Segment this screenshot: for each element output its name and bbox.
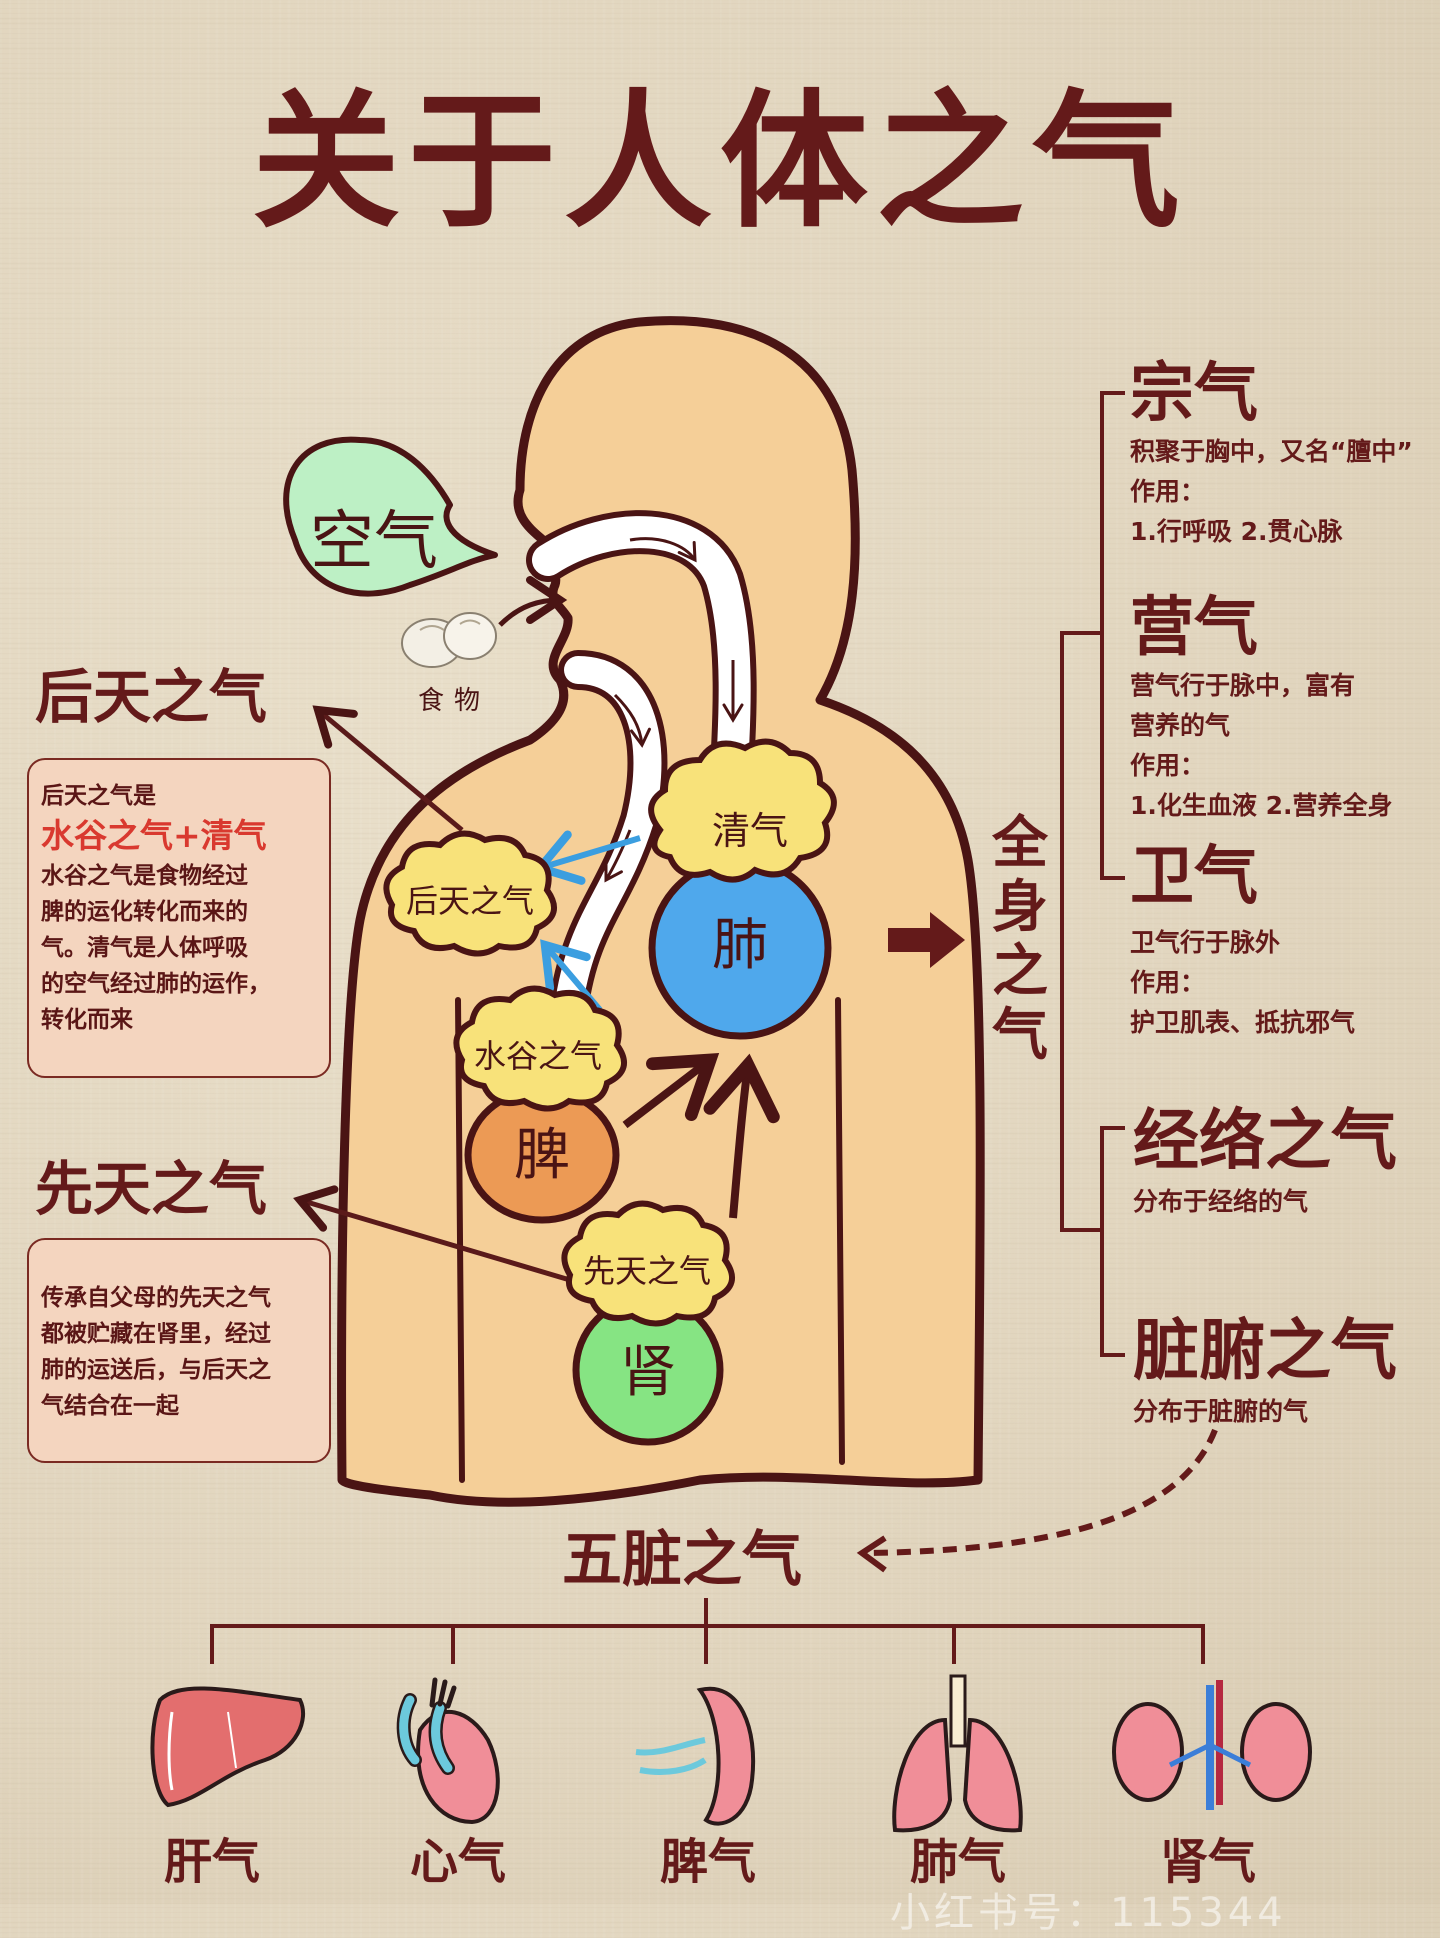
cloud-xiantian-label: 先天之气 — [582, 1252, 711, 1290]
weiqi-heading: 卫气 — [1130, 840, 1258, 914]
zangfu-section: 脏腑之气 分布于脏腑的气 — [1133, 1318, 1397, 1432]
cloud-houtian-label: 后天之气 — [405, 882, 534, 920]
arrow-to-houtian — [312, 705, 464, 832]
zongqi-line: 作用： — [1130, 477, 1206, 506]
houtian-body-1: 脾的运化转化而来的 — [41, 899, 248, 925]
spleen-icon — [635, 1686, 756, 1826]
organ-label-kidney: 肾气 — [1159, 1834, 1256, 1890]
cloud-xiantian — [561, 1200, 736, 1327]
kidney-label: 肾 — [620, 1340, 676, 1405]
liver-icon — [150, 1686, 306, 1808]
lung-label: 肺 — [712, 913, 768, 978]
weiqi-line: 护卫肌表、抵抗邪气 — [1130, 1008, 1356, 1037]
yingqi-line: 营气行于脉中，富有 — [1130, 671, 1356, 700]
zongqi-section: 宗气 积聚于胸中，又名“膻中” 作用： 1.行呼吸 2.贯心脉 — [1130, 362, 1413, 552]
arrow-spleen-to-lung — [622, 1052, 720, 1129]
houtian-highlight: 水谷之气+清气 — [41, 816, 267, 855]
food-icon — [401, 576, 568, 668]
houtian-body-0: 水谷之气是食物经过 — [41, 863, 248, 889]
xiantian-body-2: 肺的运送后，与后天之 — [41, 1357, 271, 1383]
cloud-shuigu — [453, 985, 628, 1112]
houtian-infobox: 后天之气是 水谷之气+清气 水谷之气是食物经过 脾的运化转化而来的 气。清气是人… — [27, 758, 331, 1078]
heart-icon — [396, 1677, 500, 1825]
houtian-body-2: 气。清气是人体呼吸 — [41, 935, 248, 961]
whole-body-char: 气 — [992, 1003, 1048, 1068]
weiqi-section: 卫气 卫气行于脉外 作用： 护卫肌表、抵抗邪气 — [1130, 845, 1355, 1043]
yingqi-heading: 营气 — [1130, 591, 1258, 665]
jingluo-section: 经络之气 分布于经络的气 — [1133, 1108, 1397, 1222]
zongqi-heading: 宗气 — [1130, 357, 1258, 431]
zongqi-line: 积聚于胸中，又名“膻中” — [1130, 437, 1413, 466]
houtian-line1: 后天之气是 — [41, 783, 156, 809]
houtian-body-3: 的空气经过肺的运作， — [41, 971, 271, 997]
air-bubble — [283, 436, 498, 597]
zangfu-heading: 脏腑之气 — [1133, 1312, 1397, 1389]
cloud-qingqi-label: 清气 — [711, 809, 788, 853]
arrow-to-xiantian — [293, 1185, 581, 1286]
yingqi-line: 1.化生血液 2.营养全身 — [1130, 791, 1393, 820]
weiqi-line: 卫气行于脉外 — [1130, 928, 1281, 957]
xiantian-heading: 先天之气 — [35, 1155, 268, 1223]
xiantian-body-0: 传承自父母的先天之气 — [41, 1285, 271, 1311]
organ-label-lung: 肺气 — [909, 1834, 1006, 1890]
cloud-shuigu-label: 水谷之气 — [473, 1037, 602, 1075]
five-organs-tree — [210, 1598, 1205, 1664]
whole-body-char: 身 — [992, 875, 1048, 940]
weiqi-line: 作用： — [1130, 968, 1206, 997]
zongqi-line: 1.行呼吸 2.贯心脉 — [1130, 517, 1343, 546]
organ-label-heart: 心气 — [409, 1834, 506, 1890]
spleen-label: 脾 — [514, 1123, 570, 1188]
organ-label-spleen: 脾气 — [659, 1834, 756, 1890]
xiantian-body-3: 气结合在一起 — [41, 1393, 179, 1419]
whole-body-char: 之 — [992, 939, 1048, 1004]
cloud-houtian — [383, 830, 558, 957]
cloud-qingqi — [648, 738, 837, 883]
houtian-heading: 后天之气 — [35, 663, 268, 731]
arrow-qingqi-to-houtian — [532, 830, 641, 885]
right-bracket — [1060, 391, 1125, 1357]
zangfu-line: 分布于脏腑的气 — [1133, 1397, 1309, 1426]
page-title: 关于人体之气 — [252, 76, 1188, 248]
houtian-body-4: 转化而来 — [41, 1007, 133, 1033]
jingluo-line: 分布于经络的气 — [1133, 1187, 1309, 1216]
whole-body-qi-label: 全 身 之 气 — [990, 812, 1050, 1068]
xiantian-body-1: 都被贮藏在肾里，经过 — [41, 1321, 271, 1347]
yingqi-section: 营气 营气行于脉中，富有 营养的气 作用： 1.化生血液 2.营养全身 — [1130, 596, 1393, 826]
lungs-icon — [892, 1674, 1023, 1833]
organ-label-liver: 肝气 — [163, 1834, 260, 1890]
five-organs-heading: 五脏之气 — [562, 1525, 802, 1595]
arrow-to-whole-body — [888, 912, 965, 968]
xiantian-infobox: 传承自父母的先天之气 都被贮藏在肾里，经过 肺的运送后，与后天之 气结合在一起 — [27, 1238, 331, 1463]
yingqi-line: 营养的气 — [1130, 711, 1231, 740]
food-label: 食物 — [418, 686, 491, 716]
yingqi-line: 作用： — [1130, 751, 1206, 780]
air-bubble-label: 空气 — [310, 505, 438, 579]
kidneys-icon — [1112, 1680, 1312, 1810]
airway-tube — [526, 510, 757, 822]
watermark: 小红书号：115344 — [890, 1890, 1287, 1936]
arrow-kidney-to-lung — [703, 1053, 780, 1219]
whole-body-char: 全 — [992, 811, 1048, 876]
jingluo-heading: 经络之气 — [1133, 1102, 1397, 1179]
